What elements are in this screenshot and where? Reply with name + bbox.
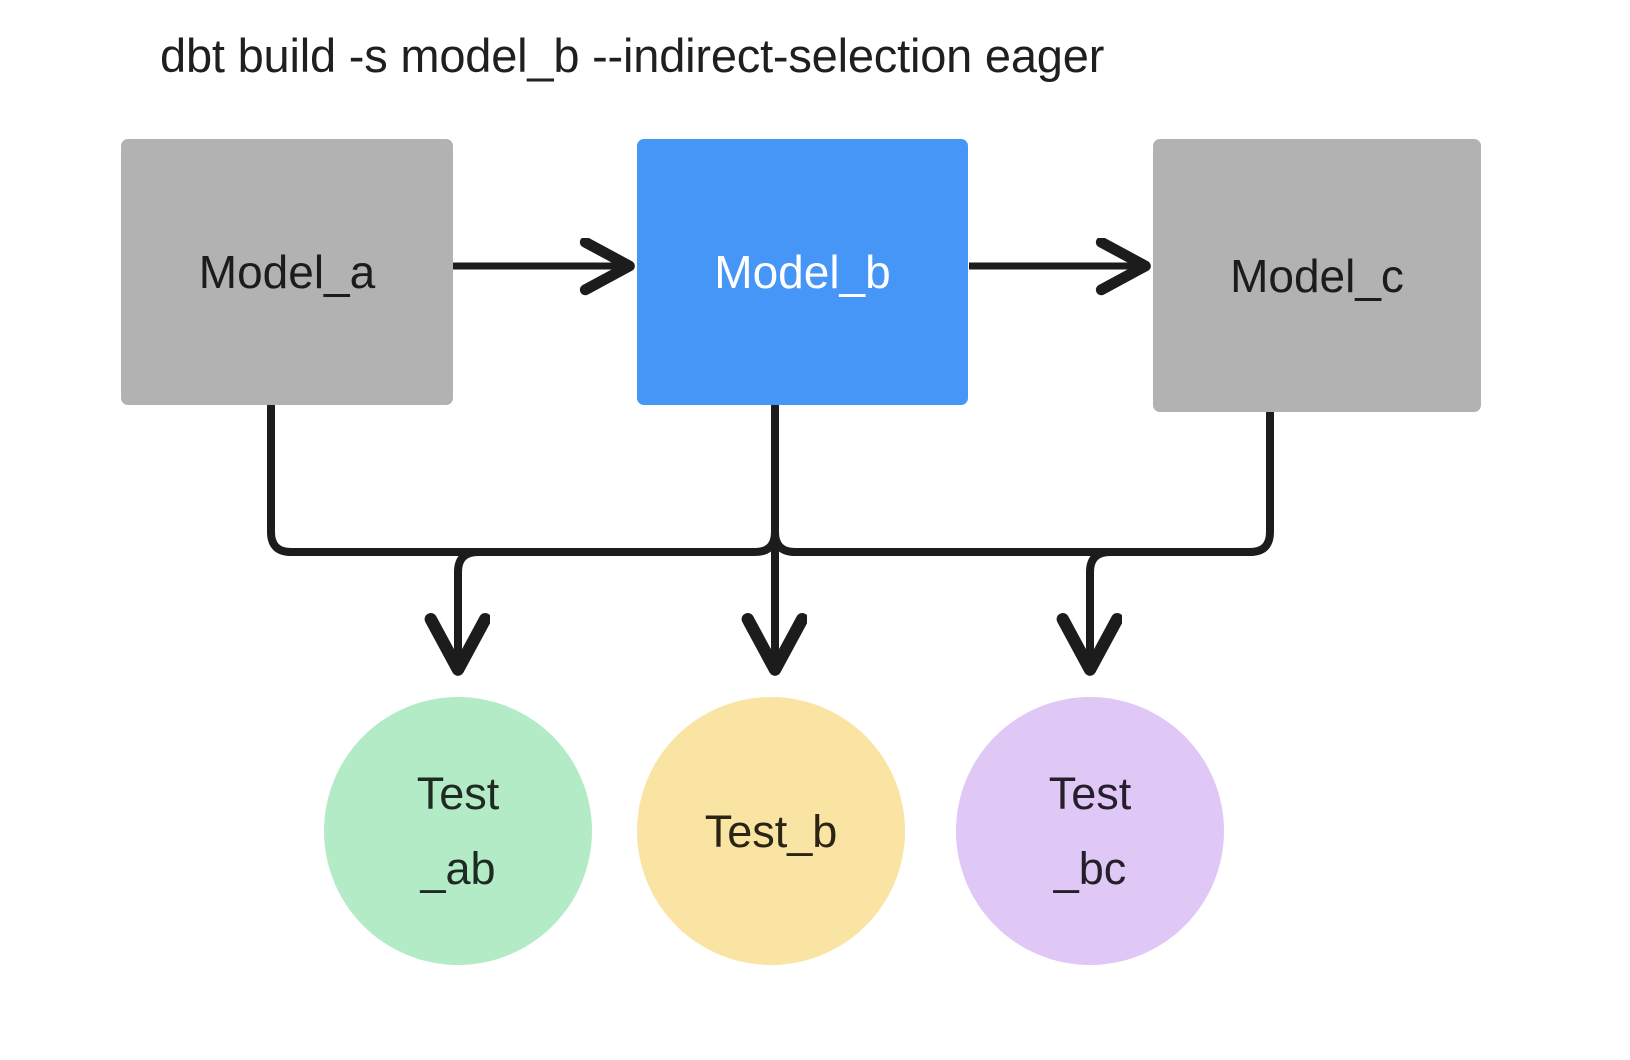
node-test-ab[interactable]: Test _ab bbox=[324, 697, 592, 965]
node-test-b-label-line1: Test_b bbox=[704, 805, 838, 857]
node-test-bc-label-line2: _bc bbox=[1053, 843, 1127, 894]
node-model-a[interactable]: Model_a bbox=[121, 139, 453, 405]
node-model-c-label: Model_c bbox=[1230, 249, 1404, 302]
node-model-b-label: Model_b bbox=[714, 246, 891, 298]
node-test-ab-label-line2: _ab bbox=[420, 843, 496, 894]
edge-model-b-to-test-bc bbox=[771, 405, 1090, 556]
edge-model-a-to-test-ab bbox=[267, 405, 458, 556]
edge-bus-right-to-test-bc bbox=[1090, 548, 1110, 668]
node-model-b[interactable]: Model_b bbox=[637, 139, 968, 405]
node-test-ab-label-line1: Test bbox=[416, 768, 500, 819]
node-model-a-label: Model_a bbox=[198, 246, 376, 298]
edge-model-b-to-test-ab bbox=[458, 405, 779, 556]
node-test-b[interactable]: Test_b bbox=[637, 697, 905, 965]
edge-model-c-to-test-bc bbox=[1090, 412, 1274, 556]
page-title: dbt build -s model_b --indirect-selectio… bbox=[160, 29, 1105, 82]
node-model-c[interactable]: Model_c bbox=[1153, 139, 1481, 412]
node-test-bc[interactable]: Test _bc bbox=[956, 697, 1224, 965]
edge-bus-left-to-test-ab bbox=[458, 548, 478, 668]
node-test-bc-label-line1: Test bbox=[1048, 768, 1132, 819]
